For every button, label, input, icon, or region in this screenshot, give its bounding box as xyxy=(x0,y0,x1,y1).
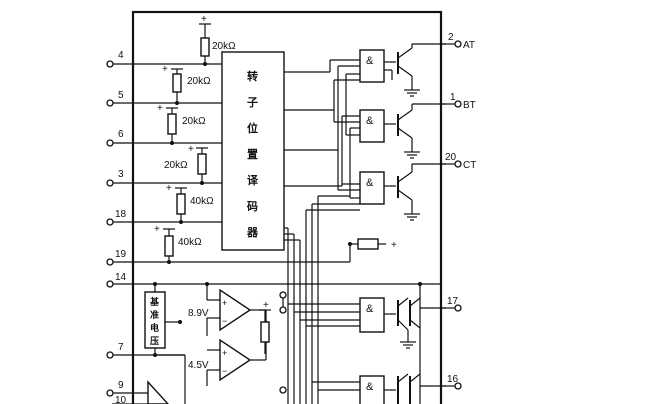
pin-terminal xyxy=(106,60,114,68)
pin-terminal xyxy=(106,280,114,288)
resistor-value: 20kΩ xyxy=(187,76,211,87)
resistor-r4 xyxy=(196,147,208,185)
and-symbol: & xyxy=(366,55,374,67)
voltage-label-4-5v: 4.5V xyxy=(188,360,209,371)
pin-number-4: 4 xyxy=(118,50,124,61)
pin-terminal xyxy=(454,40,462,48)
plus-sign: + xyxy=(201,14,207,25)
svg-text:+: + xyxy=(222,298,227,308)
resistor-r2 xyxy=(171,68,183,105)
resistor-value: 20kΩ xyxy=(212,41,236,52)
resistor-value: 40kΩ xyxy=(178,237,202,248)
comparator-lower: + − xyxy=(206,310,267,386)
resistor-r5 xyxy=(175,187,187,224)
pin-terminal xyxy=(106,99,114,107)
pin-number-3: 3 xyxy=(118,169,124,180)
decoder-char: 器 xyxy=(246,226,259,239)
output-transistor-c xyxy=(384,163,446,221)
pin-terminal xyxy=(106,218,114,226)
pin-number-16: 16 xyxy=(447,374,459,385)
resistor-r6 xyxy=(163,228,175,264)
output-transistor-e xyxy=(384,373,446,404)
pin-terminal xyxy=(106,139,114,147)
pin-terminal xyxy=(454,382,462,390)
reference-char: 基 xyxy=(149,296,160,308)
pin-number-19: 19 xyxy=(115,249,127,260)
rotor-position-decoder xyxy=(221,51,285,251)
pin-number-9: 9 xyxy=(118,380,124,391)
enable-line xyxy=(222,238,386,263)
output-transistor-a xyxy=(384,43,446,97)
pin-label-ct: CT xyxy=(463,160,476,171)
decoder-char: 译 xyxy=(247,174,259,187)
ic-outline xyxy=(131,10,443,404)
left-pin-lines xyxy=(112,63,441,404)
pin-number-20: 20 xyxy=(445,152,457,163)
and-symbol: & xyxy=(366,303,374,315)
svg-text:+: + xyxy=(222,348,227,358)
and-gate-a xyxy=(359,49,385,83)
and-symbol: & xyxy=(366,115,374,127)
resistor-value: 40kΩ xyxy=(190,196,214,207)
and-gate-b xyxy=(359,109,385,143)
comparator-upper: + − xyxy=(206,284,266,336)
pin-label-bt: BT xyxy=(463,100,476,111)
pin-number-1: 1 xyxy=(450,92,456,103)
pin-number-5: 5 xyxy=(118,90,124,101)
decoder-char: 置 xyxy=(247,148,258,161)
reference-char: 准 xyxy=(150,309,159,321)
junction-terminal xyxy=(279,306,287,314)
pin-number-17: 17 xyxy=(447,296,459,307)
resistor-comparator xyxy=(259,309,271,354)
plus-sign: + xyxy=(157,103,163,114)
pin-terminal xyxy=(106,389,114,397)
resistor-value: 20kΩ xyxy=(182,116,206,127)
pin-terminal xyxy=(106,179,114,187)
decoder-char: 位 xyxy=(247,121,258,135)
output-transistor-b xyxy=(384,103,446,159)
pin-number-6: 6 xyxy=(118,129,124,140)
pin-terminal xyxy=(106,351,114,359)
pin-terminal xyxy=(454,160,462,168)
decoder-char: 子 xyxy=(247,96,258,109)
junction-terminal xyxy=(279,291,287,299)
lower-gate-wires xyxy=(282,284,421,404)
resistor-r1 xyxy=(199,23,211,66)
plus-sign: + xyxy=(188,144,194,155)
plus-sign: + xyxy=(263,300,269,311)
decoder-char: 码 xyxy=(247,200,258,213)
junction-terminal xyxy=(279,386,287,394)
decoder-output-wires xyxy=(284,59,360,404)
reference-char: 压 xyxy=(150,336,159,347)
pin-terminal xyxy=(454,100,462,108)
and-gate-e xyxy=(359,375,385,404)
svg-text:−: − xyxy=(222,316,227,326)
and-gate-d xyxy=(359,297,385,333)
plus-sign: + xyxy=(154,224,160,235)
and-symbol: & xyxy=(366,177,374,189)
pin-label-at: AT xyxy=(463,40,475,51)
pin-number-7: 7 xyxy=(118,342,124,353)
resistor-r3 xyxy=(166,107,178,145)
and-gate-c xyxy=(359,171,385,205)
reference-char: 电 xyxy=(150,322,159,334)
pin-terminal xyxy=(106,258,114,266)
pin-number-2: 2 xyxy=(448,32,454,43)
svg-text:−: − xyxy=(222,366,227,376)
plus-sign: + xyxy=(162,64,168,75)
output-transistor-d xyxy=(384,297,446,349)
comparator-bottom xyxy=(147,355,186,404)
pin-terminal xyxy=(454,304,462,312)
voltage-label-8-9v: 8.9V xyxy=(188,308,209,319)
plus-sign: + xyxy=(391,240,397,251)
resistor-value: 20kΩ xyxy=(164,160,188,171)
pin-number-14: 14 xyxy=(115,272,127,283)
decoder-char: 转 xyxy=(247,69,258,83)
plus-sign: + xyxy=(166,183,172,194)
and-symbol: & xyxy=(366,381,374,393)
pin-number-18: 18 xyxy=(115,209,127,220)
pin-number-10: 10 xyxy=(115,395,127,404)
